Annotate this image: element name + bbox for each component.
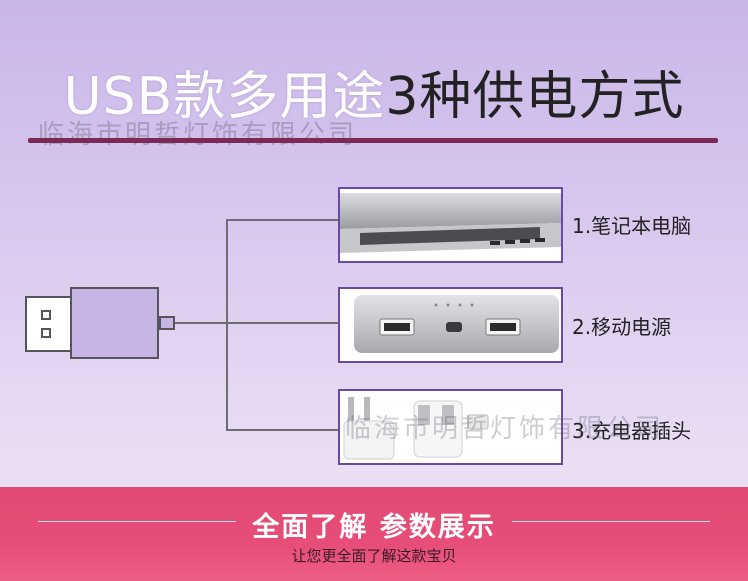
connector-trunk [226,219,228,431]
option-label-laptop: 1.笔记本电脑 [572,214,692,238]
device-power-bank [338,287,563,363]
usb-plug-icon [70,287,159,359]
title-divider [28,138,718,143]
footer-line-left [38,521,236,522]
connector-branch-3 [226,429,338,431]
power-bank-icon [354,295,559,353]
device-charger [338,389,563,465]
page-title: USB款多用途3种供电方式 [0,62,748,132]
connector-branch-1 [226,219,338,221]
device-laptop [338,187,563,263]
usb-slot-icon [41,310,51,320]
footer-title: 全面了解 参数展示 [252,512,496,543]
usb-plug-tip [159,316,175,330]
usb-slot-icon [41,328,51,338]
connector-line [175,322,226,324]
footer-banner [0,487,748,581]
title-part-2: 3种供电方式 [385,67,685,127]
title-part-1: USB款多用途 [63,67,386,127]
footer-subtitle: 让您更全面了解这款宝贝 [291,547,457,565]
laptop-icon [340,193,561,253]
connector-branch-2 [226,322,338,324]
option-label-charger: 3.充电器插头 [572,419,692,443]
charger-plug-icon [343,397,489,460]
option-label-power-bank: 2.移动电源 [572,315,672,339]
usb-plug-head [25,296,72,352]
footer-line-right [512,521,710,522]
